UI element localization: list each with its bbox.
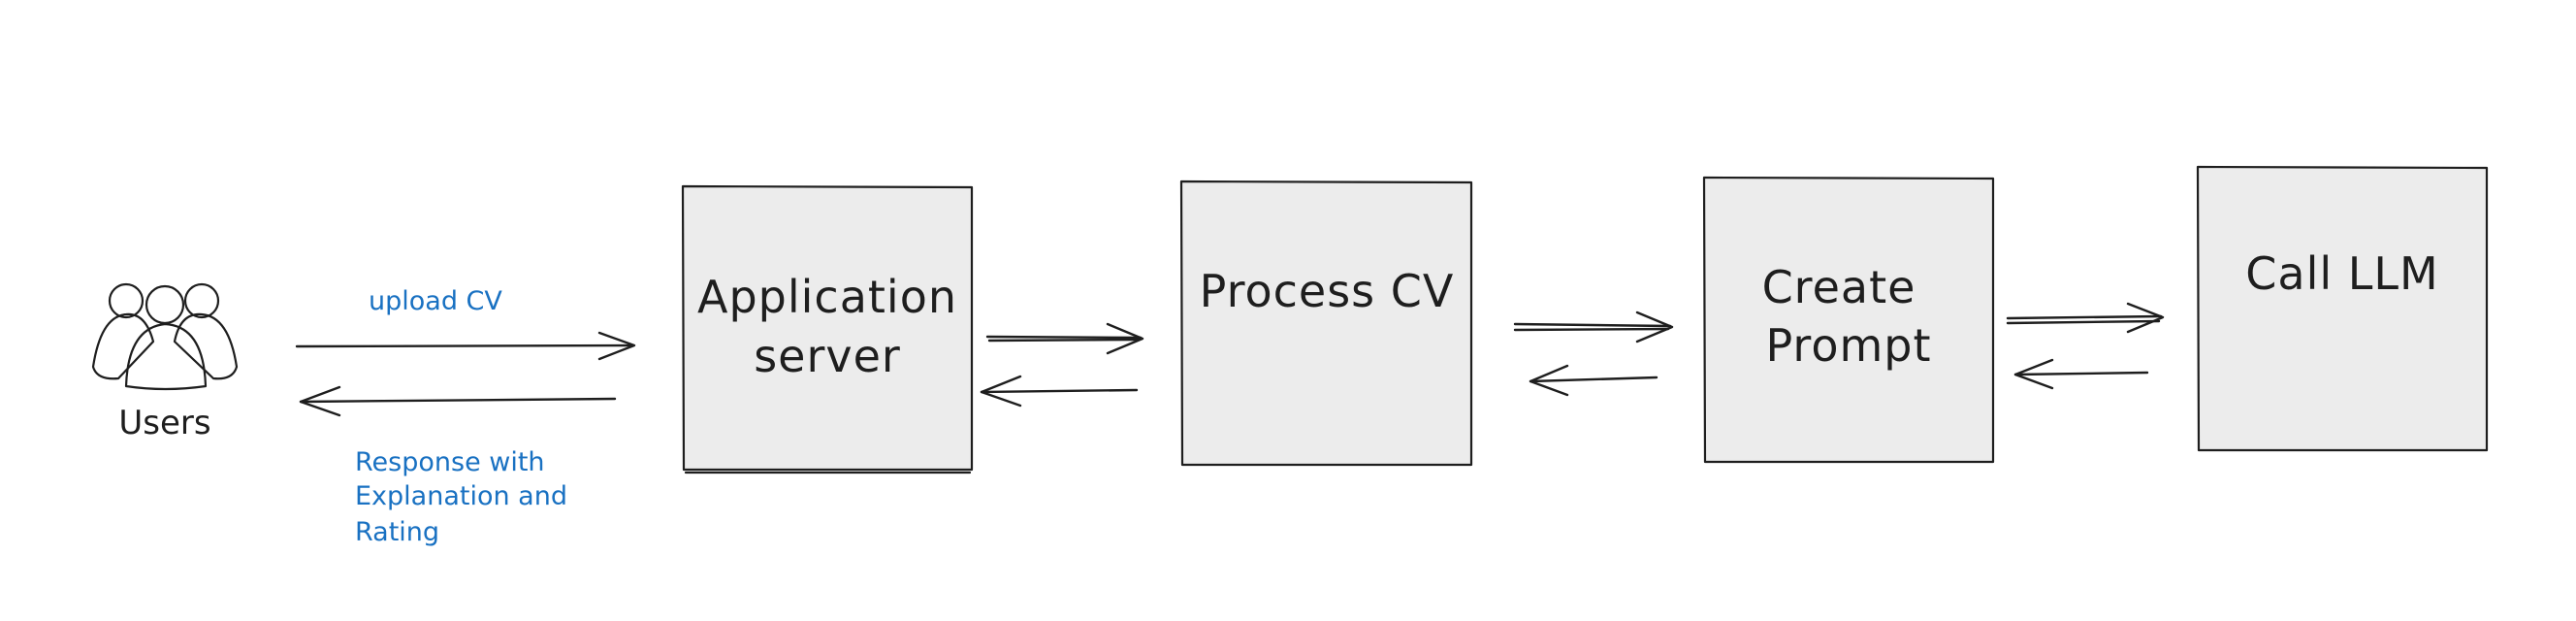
arrow-upload-cv-label: upload CV (369, 286, 502, 316)
node-process-cv[interactable]: Process CV (1179, 180, 1473, 467)
node-create-prompt-label-line1: Create (1762, 261, 1916, 313)
node-create-prompt[interactable]: Create Prompt (1702, 176, 1995, 464)
user-left-icon (91, 282, 155, 380)
arrow-llm-to-prompt (2013, 358, 2149, 390)
user-center-icon (124, 284, 208, 391)
arrow-response-label-line3: Rating (355, 517, 439, 547)
arrow-prompt-to-process (1529, 364, 1658, 397)
arrow-users-to-app (295, 331, 636, 361)
node-call-llm-label: Call LLM (2245, 247, 2438, 300)
arrow-response-label-line1: Response with (355, 447, 545, 477)
arrow-prompt-to-llm (2006, 302, 2165, 334)
node-call-llm[interactable]: Call LLM (2196, 165, 2489, 452)
arrow-app-to-users (299, 385, 617, 417)
node-application-server[interactable]: Application server (681, 184, 974, 474)
arrow-process-to-app (980, 375, 1139, 408)
arrow-process-to-prompt (1513, 310, 1674, 343)
node-application-server-label-line1: Application (697, 271, 957, 323)
users-label: Users (118, 404, 210, 442)
users-group-icon (91, 282, 239, 391)
node-create-prompt-label-line2: Prompt (1765, 319, 1931, 372)
node-application-server-label-line2: server (754, 330, 901, 382)
node-process-cv-label: Process CV (1200, 265, 1455, 317)
arrow-app-to-process (985, 322, 1144, 355)
user-right-icon (173, 282, 239, 380)
arrow-response-label-line2: Explanation and (355, 481, 567, 511)
